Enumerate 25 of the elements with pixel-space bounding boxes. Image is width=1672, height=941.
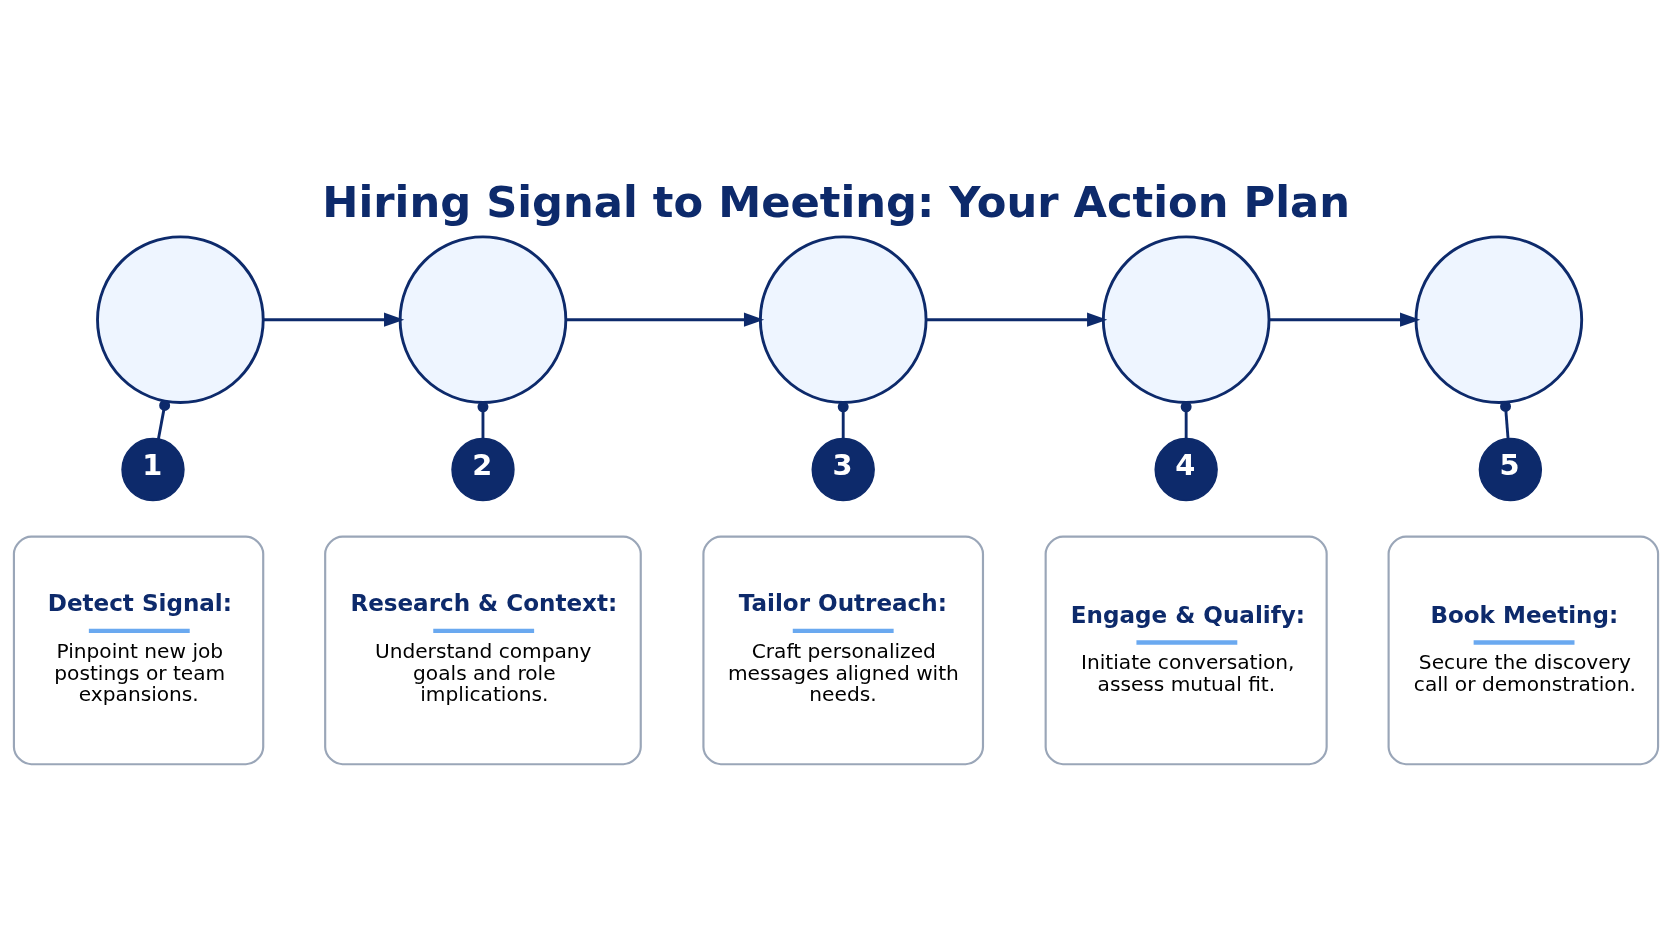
node-circle (1414, 234, 1584, 404)
arrow (926, 312, 1108, 327)
node-circle: 3 (811, 437, 875, 501)
node-box: Book Meeting: Secure the discovery call or demonstration. (1387, 534, 1660, 765)
node-circle (758, 234, 928, 404)
node-box: Tailor Outreach: Craft personalized messages aligned with needs. (702, 534, 985, 765)
node-circle (398, 234, 568, 404)
connector (1500, 400, 1511, 438)
node-circle: 5 (1478, 437, 1543, 501)
connector (837, 400, 849, 438)
arrow (263, 312, 405, 327)
node-box: Detect Signal: Pinpoint new job postings or team expansions. (12, 534, 265, 765)
connector (157, 399, 171, 439)
node-circle (96, 234, 265, 404)
node-circle (1101, 234, 1271, 404)
connector (1180, 400, 1192, 438)
node-box: Research & Context: Understand company goals and role implications. (324, 534, 642, 765)
node-box: Engage & Qualify: Initiate conversation, assess mutual fit. (1044, 534, 1328, 765)
node-circle: 1 (121, 437, 185, 501)
node-circle: 4 (1154, 437, 1218, 501)
diagram-title: Hiring Signal to Meeting: Your Action Plan (322, 176, 1350, 227)
arrow (566, 312, 765, 327)
connector (477, 400, 489, 438)
arrow (1269, 312, 1421, 327)
node-circle: 2 (451, 437, 515, 501)
